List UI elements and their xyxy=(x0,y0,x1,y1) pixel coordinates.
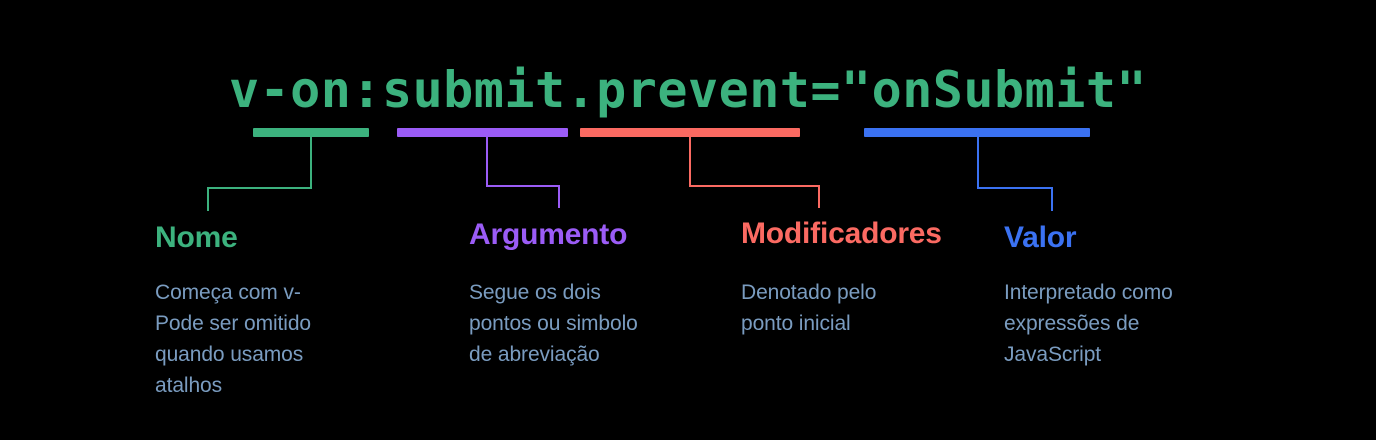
column-body-nome: Começa com v- Pode ser omitido quando us… xyxy=(155,281,311,397)
column-heading-modificadores: Modificadores xyxy=(741,217,942,250)
connector-modificadores-vertical-top xyxy=(689,137,691,187)
connector-valor-vertical-bottom xyxy=(1051,187,1053,211)
column-valor: Valor Interpretado como expressões de Ja… xyxy=(1004,221,1324,370)
connector-valor-vertical-top xyxy=(977,137,979,189)
column-modificadores: Modificadores Denotado pelo ponto inicia… xyxy=(741,217,1041,339)
connector-modificadores-horizontal xyxy=(689,185,820,187)
connector-argumento-horizontal xyxy=(486,185,560,187)
column-heading-valor: Valor xyxy=(1004,221,1077,254)
directive-code-line: v-on:submit.prevent="onSubmit" xyxy=(228,61,1148,119)
connector-argumento-vertical-top xyxy=(486,137,488,187)
column-argumento: Argumento Segue os dois pontos ou simbol… xyxy=(469,218,769,370)
column-nome: Nome Começa com v- Pode ser omitido quan… xyxy=(155,221,455,401)
column-body-argumento: Segue os dois pontos ou simbolo de abrev… xyxy=(469,281,638,366)
underline-bar-nome xyxy=(253,128,369,137)
column-body-valor: Interpretado como expressões de JavaScri… xyxy=(1004,281,1173,366)
underline-bar-modificadores xyxy=(580,128,800,137)
column-heading-argumento: Argumento xyxy=(469,218,628,251)
connector-nome-horizontal xyxy=(207,187,312,189)
connector-nome-vertical-bottom xyxy=(207,187,209,211)
connector-argumento-vertical-bottom xyxy=(558,185,560,208)
underline-bar-argumento xyxy=(397,128,568,137)
column-heading-nome: Nome xyxy=(155,221,238,254)
column-body-modificadores: Denotado pelo ponto inicial xyxy=(741,281,877,335)
connector-nome-vertical-top xyxy=(310,137,312,189)
connector-valor-horizontal xyxy=(977,187,1053,189)
connector-modificadores-vertical-bottom xyxy=(818,185,820,208)
underline-bar-valor xyxy=(864,128,1090,137)
